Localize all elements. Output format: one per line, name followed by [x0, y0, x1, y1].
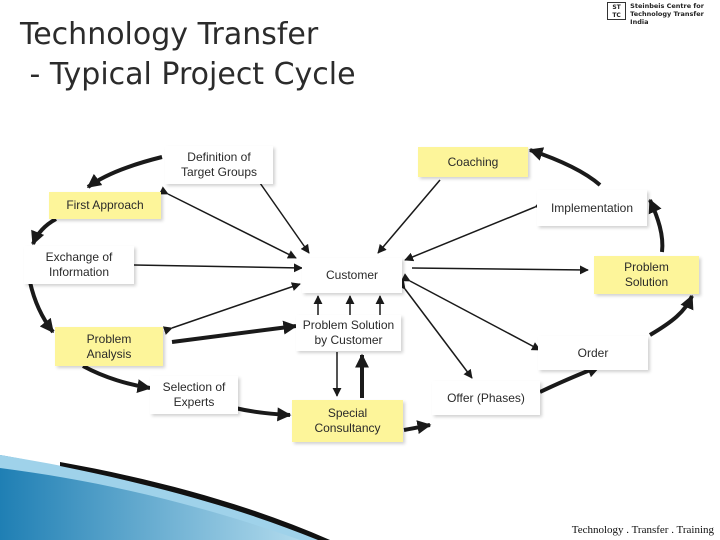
node-problem-solution-by-customer: Problem Solution by Customer: [296, 315, 401, 351]
node-offer-phases: Offer (Phases): [432, 381, 540, 415]
logo-mark-top: ST: [612, 4, 621, 11]
node-customer: Customer: [302, 258, 402, 293]
node-exchange-of-information: Exchange of Information: [24, 246, 134, 284]
outer-cycle-arrows: [28, 147, 694, 434]
logo-mark-bottom: TC: [612, 12, 621, 19]
slide-footer: Technology . Transfer . Training: [571, 524, 714, 536]
node-coaching: Coaching: [418, 147, 528, 177]
steinbeis-logo: ST TC Steinbeis Centre for Technology Tr…: [607, 2, 720, 26]
logo-mark-icon: ST TC: [607, 2, 627, 20]
slide-title-line-2: - Typical Project Cycle: [20, 57, 356, 92]
node-implementation: Implementation: [537, 190, 647, 226]
node-order: Order: [538, 336, 648, 370]
slide-title-line-1: Technology Transfer: [20, 17, 319, 52]
node-special-consultancy: Special Consultancy: [292, 400, 403, 442]
decorative-swoosh: [0, 455, 330, 540]
customer-spoke-arrows: [125, 179, 589, 398]
logo-text: Steinbeis Centre for Technology Transfer…: [630, 2, 704, 26]
node-definition-of-target-groups: Definition of Target Groups: [165, 146, 273, 184]
node-first-approach: First Approach: [49, 192, 161, 219]
node-selection-of-experts: Selection of Experts: [150, 376, 238, 414]
node-problem-solution: Problem Solution: [594, 256, 699, 294]
node-problem-analysis: Problem Analysis: [55, 327, 163, 366]
